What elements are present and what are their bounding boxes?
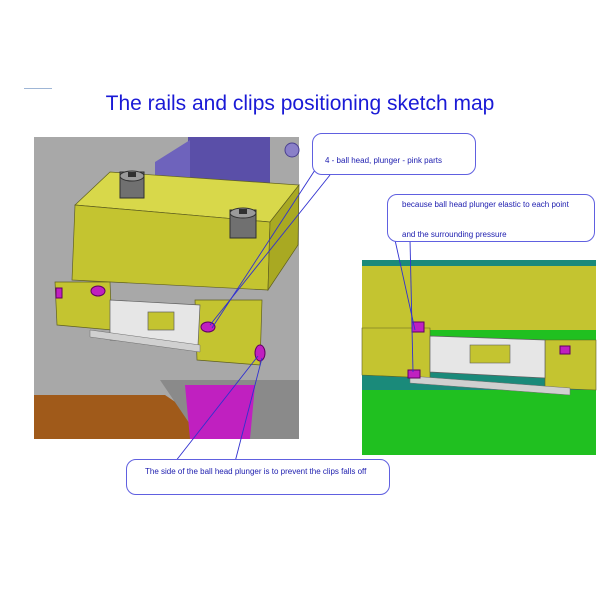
right-cad-view	[361, 260, 597, 455]
yellow-right-leg	[194, 299, 263, 366]
right-plunger-side-icon	[559, 345, 571, 355]
header-rule	[24, 88, 52, 89]
plunger-side-icon	[55, 287, 63, 299]
callout-elastic-pressure: because ball head plunger elastic to eac…	[387, 194, 595, 242]
right-plunger-bottom-icon	[407, 369, 421, 379]
right-clip-window	[469, 344, 511, 364]
clip-rail-strip	[89, 329, 201, 353]
right-yellow-block	[362, 260, 596, 330]
left-cad-view	[34, 137, 300, 439]
magenta-block	[185, 385, 255, 439]
callout-plunger-parts: 4 - ball head, plunger - pink parts	[312, 133, 476, 175]
right-clip-strip	[409, 375, 571, 396]
callout-plunger-parts-text: 4 - ball head, plunger - pink parts	[325, 156, 442, 165]
callout-elastic-line2: and the surrounding pressure	[402, 230, 507, 239]
plunger-center-icon	[200, 321, 216, 333]
leader-lines	[174, 169, 416, 463]
yellow-block-side	[267, 183, 300, 292]
right-top-frame	[362, 260, 596, 266]
back-screw-icon	[284, 142, 300, 158]
clip-window	[147, 311, 175, 331]
plunger-left-icon	[90, 285, 106, 297]
callout-prevent-falls-text: The side of the ball head plunger is to …	[145, 467, 367, 476]
page-title: The rails and clips positioning sketch m…	[105, 92, 495, 115]
callout-elastic-line1: because ball head plunger elastic to eac…	[402, 200, 569, 209]
callout-prevent-falls: The side of the ball head plunger is to …	[126, 459, 390, 495]
